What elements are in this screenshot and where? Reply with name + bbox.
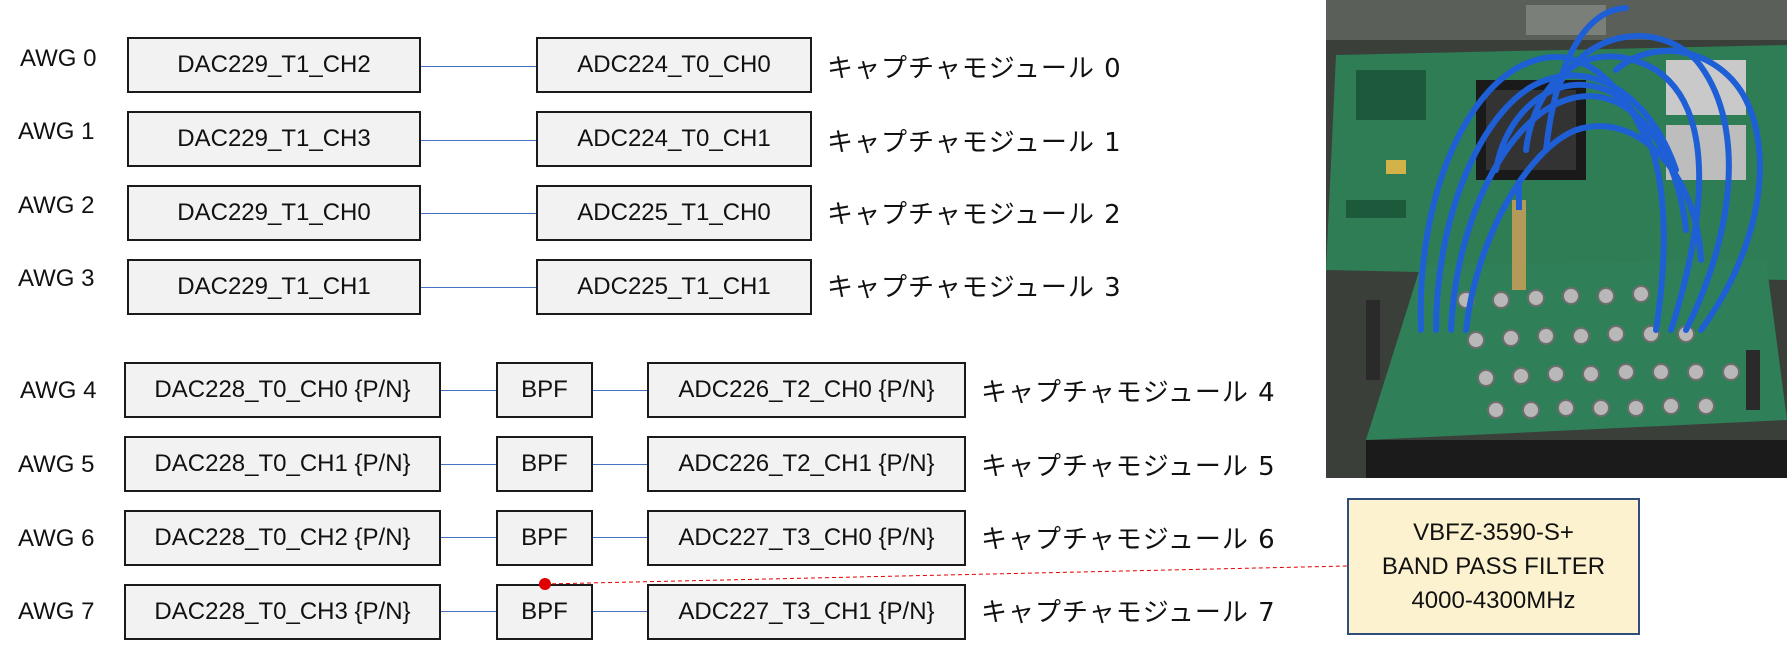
dac-box-0: DAC229_T1_CH2: [127, 37, 421, 93]
awg-label-1: AWG 1: [18, 118, 95, 145]
dac-box-1: DAC229_T1_CH3: [127, 111, 421, 167]
connector-line: [593, 537, 648, 538]
capture-label-2: キャプチャモジュール 2: [827, 200, 1122, 230]
capture-label-4: キャプチャモジュール 4: [981, 378, 1276, 408]
adc-label: ADC227_T3_CH0 {P/N}: [678, 524, 935, 551]
dac-label: DAC229_T1_CH1: [177, 273, 371, 300]
connector-line: [421, 66, 537, 67]
awg-label-5: AWG 5: [18, 451, 95, 478]
bpf-label: BPF: [521, 524, 568, 551]
filter-type: BAND PASS FILTER: [1381, 552, 1606, 580]
dac-label: DAC228_T0_CH0 {P/N}: [154, 376, 411, 403]
filter-model: VBFZ-3590-S+: [1413, 518, 1574, 546]
adc-box-0: ADC224_T0_CH0: [536, 37, 812, 93]
adc-label: ADC225_T1_CH1: [577, 273, 771, 300]
capture-label-6: キャプチャモジュール 6: [981, 525, 1276, 555]
dac-box-3: DAC229_T1_CH1: [127, 259, 421, 315]
bpf-label: BPF: [521, 376, 568, 403]
adc-label: ADC224_T0_CH1: [577, 125, 771, 152]
callout-line: [544, 565, 1348, 585]
connector-line: [593, 390, 648, 391]
board-photo-illustration: [1326, 0, 1787, 478]
dac-label: DAC228_T0_CH3 {P/N}: [154, 598, 411, 625]
dac-box-6: DAC228_T0_CH2 {P/N}: [124, 510, 441, 566]
adc-label: ADC226_T2_CH0 {P/N}: [678, 376, 935, 403]
connector-line: [593, 611, 648, 612]
filter-note: VBFZ-3590-S+ BAND PASS FILTER 4000-4300M…: [1347, 498, 1640, 635]
adc-label: ADC224_T0_CH0: [577, 51, 771, 78]
awg-label-3: AWG 3: [18, 265, 95, 292]
connector-line: [441, 537, 497, 538]
adc-label: ADC225_T1_CH0: [577, 199, 771, 226]
awg-label-4: AWG 4: [20, 377, 97, 404]
adc-label: ADC227_T3_CH1 {P/N}: [678, 598, 935, 625]
dac-label: DAC228_T0_CH1 {P/N}: [154, 450, 411, 477]
dac-box-5: DAC228_T0_CH1 {P/N}: [124, 436, 441, 492]
awg-label-0: AWG 0: [20, 45, 97, 72]
bpf-label: BPF: [521, 450, 568, 477]
filter-frequency: 4000-4300MHz: [1411, 586, 1576, 614]
dac-label: DAC229_T1_CH3: [177, 125, 371, 152]
adc-box-6: ADC227_T3_CH0 {P/N}: [647, 510, 966, 566]
capture-label-7: キャプチャモジュール 7: [981, 598, 1276, 628]
capture-label-0: キャプチャモジュール 0: [827, 54, 1122, 84]
dac-box-7: DAC228_T0_CH3 {P/N}: [124, 584, 441, 640]
connector-line: [421, 287, 537, 288]
dac-label: DAC229_T1_CH0: [177, 199, 371, 226]
awg-label-6: AWG 6: [18, 525, 95, 552]
dac-label: DAC228_T0_CH2 {P/N}: [154, 524, 411, 551]
connector-line: [421, 140, 537, 141]
connector-line: [441, 611, 497, 612]
connector-line: [441, 390, 497, 391]
dac-box-2: DAC229_T1_CH0: [127, 185, 421, 241]
awg-label-2: AWG 2: [18, 192, 95, 219]
adc-box-2: ADC225_T1_CH0: [536, 185, 812, 241]
board-photo: [1326, 0, 1787, 478]
adc-label: ADC226_T2_CH1 {P/N}: [678, 450, 935, 477]
bpf-box-5: BPF: [496, 436, 593, 492]
capture-label-5: キャプチャモジュール 5: [981, 452, 1276, 482]
dac-label: DAC229_T1_CH2: [177, 51, 371, 78]
bpf-box-6: BPF: [496, 510, 593, 566]
connector-line: [441, 464, 497, 465]
adc-box-1: ADC224_T0_CH1: [536, 111, 812, 167]
capture-label-3: キャプチャモジュール 3: [827, 273, 1122, 303]
adc-box-4: ADC226_T2_CH0 {P/N}: [647, 362, 966, 418]
bpf-label: BPF: [521, 598, 568, 625]
bpf-box-7: BPF: [496, 584, 593, 640]
adc-box-3: ADC225_T1_CH1: [536, 259, 812, 315]
connector-line: [593, 464, 648, 465]
awg-label-7: AWG 7: [18, 598, 95, 625]
adc-box-7: ADC227_T3_CH1 {P/N}: [647, 584, 966, 640]
dac-box-4: DAC228_T0_CH0 {P/N}: [124, 362, 441, 418]
capture-label-1: キャプチャモジュール 1: [827, 128, 1122, 158]
bpf-box-4: BPF: [496, 362, 593, 418]
adc-box-5: ADC226_T2_CH1 {P/N}: [647, 436, 966, 492]
connector-line: [421, 213, 537, 214]
